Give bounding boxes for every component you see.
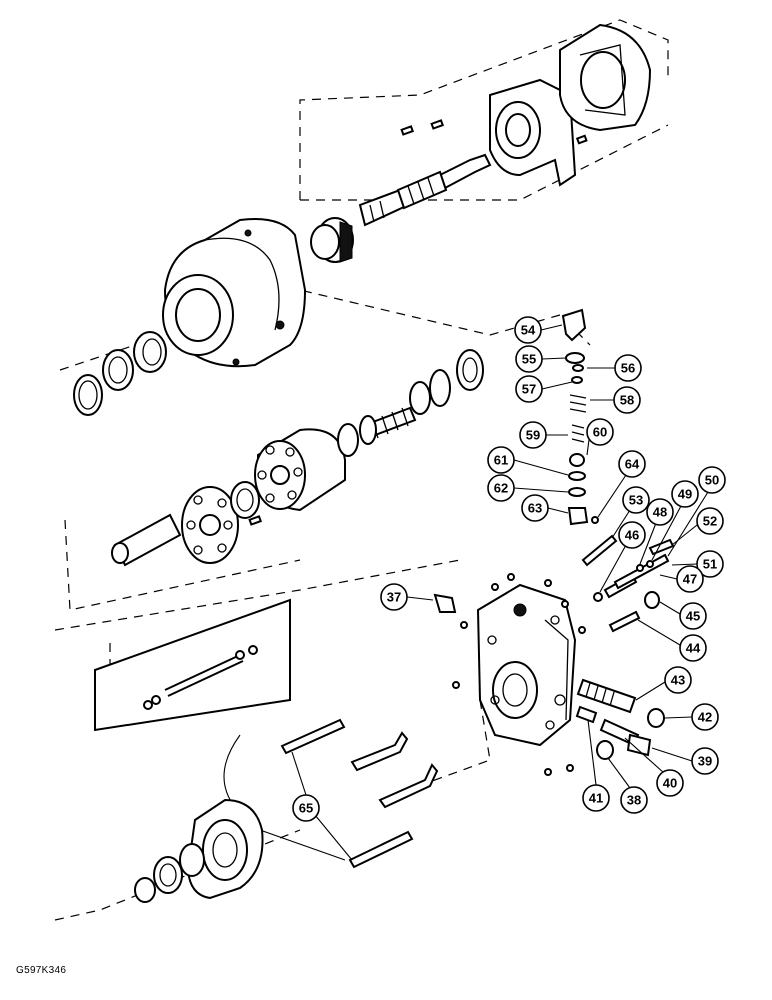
callout-43: 43	[635, 666, 692, 701]
callout-62: 62	[487, 474, 569, 502]
spline-hub	[230, 481, 263, 526]
svg-text:63: 63	[528, 501, 542, 516]
callout-60: 60	[586, 418, 614, 456]
servo-cover	[559, 23, 652, 132]
valve-parts	[433, 308, 675, 760]
swashplate-yoke	[489, 78, 577, 187]
snap-ring-and-washers	[73, 331, 167, 416]
spring-and-washers	[337, 349, 484, 457]
callout-65: 65	[291, 751, 353, 861]
callout-39: 39	[651, 747, 719, 775]
callout-45: 45	[659, 601, 707, 630]
callout-46: 46	[599, 521, 646, 593]
callout-53: 53	[611, 486, 650, 539]
svg-text:52: 52	[703, 514, 717, 529]
small-balls	[452, 573, 586, 776]
svg-text:65: 65	[299, 801, 313, 816]
callout-38: 38	[607, 757, 648, 814]
cylinder-block	[254, 428, 346, 512]
motor-housing	[162, 218, 307, 368]
callout-59: 59	[519, 421, 568, 449]
svg-text:60: 60	[593, 425, 607, 440]
svg-text:44: 44	[686, 641, 701, 656]
callout-48: 48	[639, 498, 674, 565]
svg-text:59: 59	[526, 428, 540, 443]
callout-56: 56	[587, 354, 642, 382]
callout-58: 58	[590, 386, 641, 414]
svg-text:55: 55	[522, 352, 536, 367]
svg-text:43: 43	[671, 673, 685, 688]
callout-50: 50	[667, 466, 726, 557]
svg-text:46: 46	[625, 528, 639, 543]
svg-text:38: 38	[627, 793, 641, 808]
svg-text:47: 47	[683, 572, 697, 587]
callout-64: 64	[597, 450, 646, 518]
callout-37: 37	[380, 583, 434, 611]
svg-text:64: 64	[625, 457, 640, 472]
assembly-dash-lines	[54, 19, 669, 921]
svg-text:40: 40	[663, 776, 677, 791]
piston-retainer-and-plate	[111, 486, 239, 567]
svg-text:37: 37	[387, 590, 401, 605]
callout-61: 61	[487, 446, 569, 476]
svg-text:54: 54	[521, 323, 536, 338]
svg-text:50: 50	[705, 473, 719, 488]
svg-text:62: 62	[494, 481, 508, 496]
svg-text:41: 41	[589, 791, 603, 806]
svg-text:42: 42	[698, 710, 712, 725]
svg-text:49: 49	[678, 487, 692, 502]
svg-text:45: 45	[686, 609, 700, 624]
callout-41: 41	[582, 719, 610, 812]
callout-63: 63	[521, 494, 569, 522]
callout-44: 44	[637, 619, 707, 662]
callout-47: 47	[659, 565, 704, 593]
detail-inset-box	[94, 598, 291, 732]
svg-text:57: 57	[522, 382, 536, 397]
svg-text:61: 61	[494, 453, 508, 468]
callout-54: 54	[514, 316, 563, 344]
svg-text:53: 53	[629, 493, 643, 508]
svg-text:51: 51	[703, 557, 717, 572]
figure-code: G597K346	[16, 965, 67, 976]
end-cover	[134, 798, 264, 903]
callout-57: 57	[515, 375, 573, 403]
plungers-and-pins	[223, 718, 439, 869]
callout-51: 51	[671, 550, 724, 578]
svg-text:39: 39	[698, 754, 712, 769]
svg-text:48: 48	[653, 505, 667, 520]
callout-55: 55	[515, 345, 567, 373]
bearing-assembly	[310, 217, 354, 263]
svg-text:58: 58	[620, 393, 634, 408]
valve-block	[476, 583, 577, 747]
svg-text:56: 56	[621, 361, 635, 376]
small-pins-top	[400, 119, 588, 145]
callout-40: 40	[624, 737, 684, 797]
callouts: 54 55 56 57 58 59 60 61 62 63 64 53 46 4…	[291, 316, 726, 861]
drive-shaft	[358, 153, 492, 227]
callout-49: 49	[651, 480, 699, 561]
callout-52: 52	[671, 507, 724, 546]
callout-42: 42	[664, 703, 719, 731]
